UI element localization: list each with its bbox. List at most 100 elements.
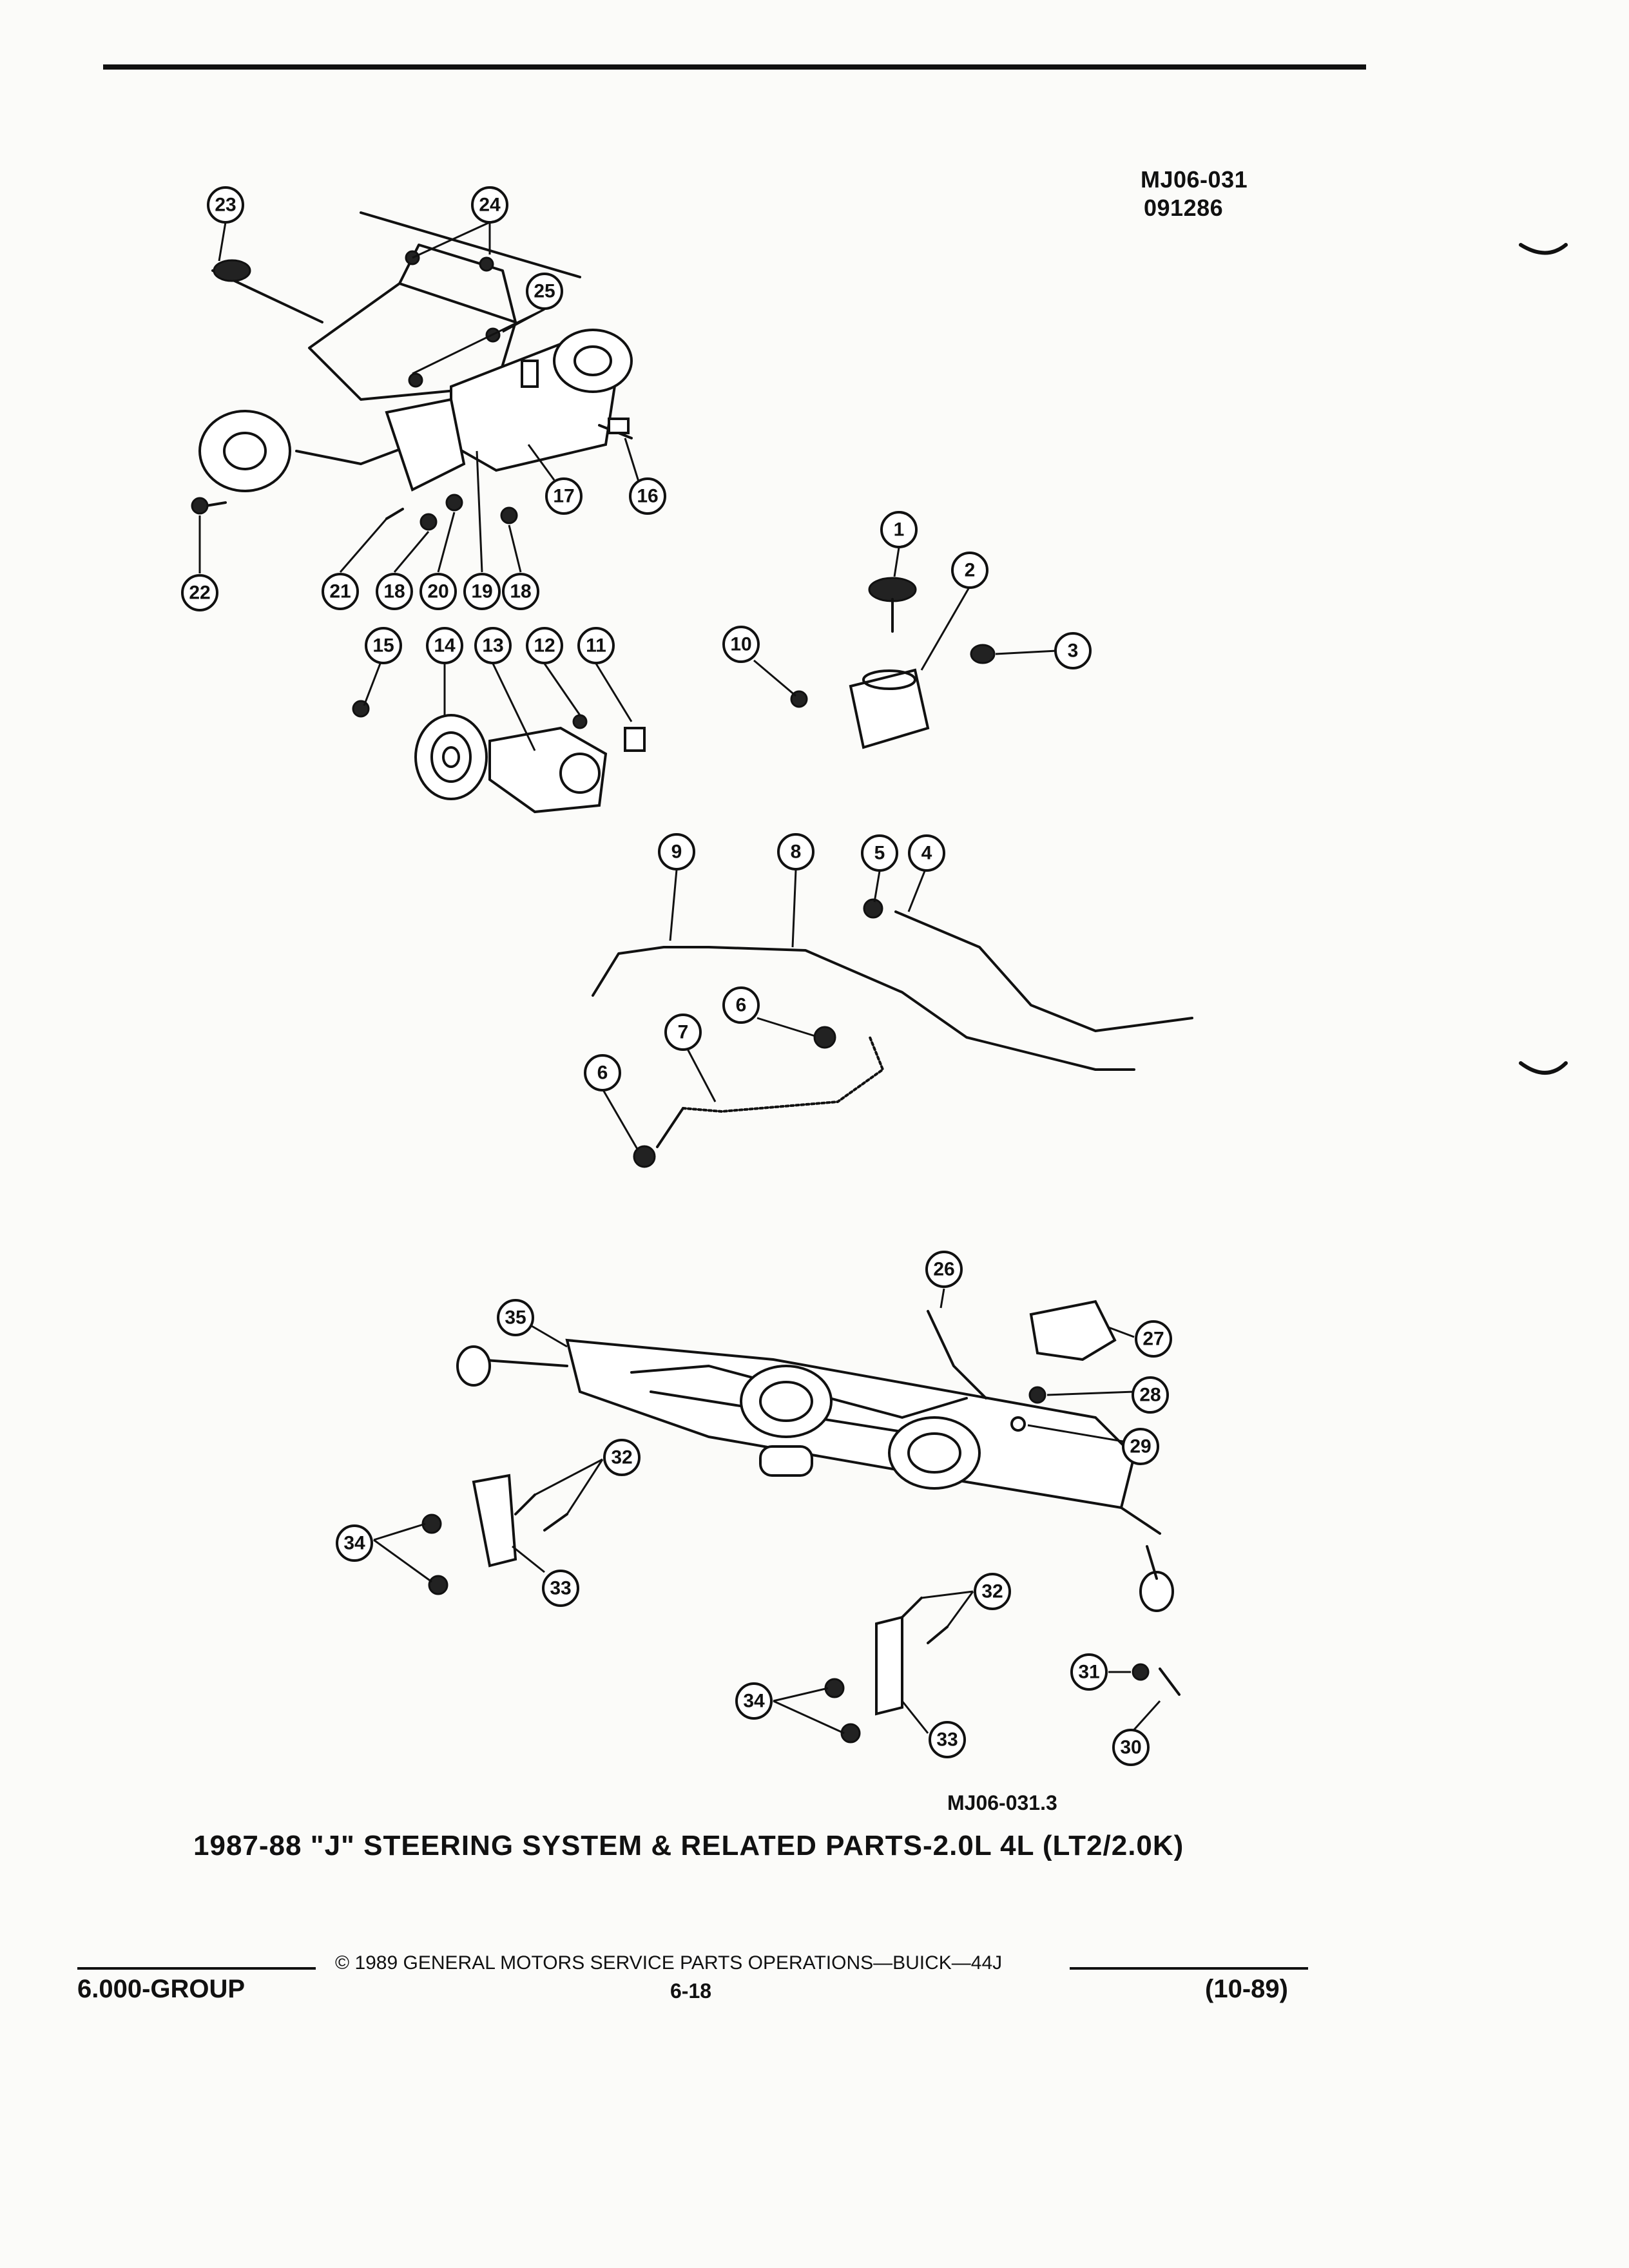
- callout-1: 1: [880, 511, 918, 548]
- callout-8: 8: [777, 833, 815, 870]
- edge-mark: [1519, 243, 1568, 255]
- callout-19: 19: [463, 573, 501, 610]
- callout-32b: 32: [974, 1573, 1011, 1610]
- part-9-pipe: [592, 946, 710, 997]
- column-cover-line: [360, 211, 581, 278]
- svg-text:34: 34: [743, 1691, 765, 1712]
- callout-6b: 6: [584, 1054, 621, 1091]
- tie-rod-right: [1120, 1506, 1161, 1535]
- svg-text:1: 1: [894, 519, 905, 541]
- reservoir-cap: [868, 577, 917, 602]
- callout-7: 7: [664, 1014, 702, 1051]
- part-26-wire: [927, 1310, 987, 1399]
- svg-text:6: 6: [597, 1062, 608, 1084]
- hose-group: [592, 869, 1193, 1168]
- ignition-switch: [198, 410, 291, 492]
- callout-23: 23: [207, 186, 244, 224]
- callout-21: 21: [322, 573, 359, 610]
- svg-text:17: 17: [553, 486, 574, 507]
- top-rule: [103, 64, 1366, 70]
- svg-text:25: 25: [534, 281, 555, 302]
- column-end: [553, 329, 633, 393]
- callout-9: 9: [658, 833, 695, 870]
- figure-title: 1987-88 "J" STEERING SYSTEM & RELATED PA…: [193, 1830, 1184, 1861]
- part-16-clip: [608, 418, 630, 434]
- callout-35: 35: [497, 1299, 534, 1336]
- part-7-hose: [682, 1036, 884, 1113]
- reservoir-body: [849, 668, 930, 749]
- svg-text:31: 31: [1078, 1662, 1099, 1683]
- svg-text:35: 35: [505, 1307, 526, 1329]
- svg-text:18: 18: [510, 581, 531, 602]
- pump-bracket: [624, 727, 646, 752]
- callout-26: 26: [925, 1251, 963, 1288]
- callout-4: 4: [908, 834, 945, 872]
- svg-text:23: 23: [215, 195, 236, 216]
- callout-25: 25: [526, 273, 563, 310]
- figure-code: MJ06-031.3: [947, 1791, 1057, 1814]
- pump-body: [488, 726, 608, 814]
- svg-text:2: 2: [965, 560, 976, 581]
- callout-33a: 33: [542, 1570, 579, 1607]
- svg-text:30: 30: [1120, 1737, 1141, 1758]
- svg-text:8: 8: [791, 841, 802, 863]
- svg-text:32: 32: [981, 1581, 1003, 1602]
- svg-text:29: 29: [1130, 1436, 1151, 1457]
- callout-24: 24: [471, 186, 508, 224]
- svg-text:14: 14: [434, 635, 456, 657]
- drawing-code: MJ06-031: [1141, 166, 1248, 193]
- svg-text:20: 20: [427, 581, 448, 602]
- callout-15: 15: [365, 627, 402, 664]
- mounting-bracket: [308, 282, 517, 401]
- svg-text:19: 19: [471, 581, 492, 602]
- part-4-hose: [894, 910, 1193, 1032]
- callout-6a: 6: [722, 986, 760, 1024]
- clamp-right: [875, 1615, 903, 1716]
- svg-text:16: 16: [637, 486, 658, 507]
- svg-text:6: 6: [736, 995, 747, 1016]
- svg-text:7: 7: [678, 1022, 689, 1043]
- footer-date: (10-89): [1205, 1975, 1288, 2003]
- pump-pulley: [414, 714, 488, 800]
- mount-pad: [759, 1445, 813, 1477]
- svg-text:24: 24: [479, 195, 501, 216]
- callout-11: 11: [577, 627, 615, 664]
- callout-17: 17: [545, 477, 583, 515]
- callout-2: 2: [951, 552, 988, 589]
- svg-text:33: 33: [936, 1729, 958, 1751]
- svg-text:34: 34: [343, 1533, 365, 1554]
- tie-rod-left: [476, 1358, 568, 1367]
- callout-29: 29: [1122, 1428, 1159, 1465]
- svg-text:18: 18: [383, 581, 405, 602]
- callout-34b: 34: [735, 1682, 773, 1720]
- rack-boot-right: [888, 1416, 981, 1490]
- footer-rule-right: [1070, 1967, 1308, 1970]
- callout-5: 5: [861, 834, 898, 872]
- edge-mark: [1519, 1061, 1568, 1075]
- svg-text:21: 21: [329, 581, 351, 602]
- steering-gear-group: [373, 1288, 1181, 1744]
- svg-text:22: 22: [189, 582, 210, 604]
- svg-text:15: 15: [372, 635, 394, 657]
- svg-text:33: 33: [550, 1578, 571, 1599]
- footer-group: 6.000-GROUP: [77, 1975, 246, 2003]
- callout-30: 30: [1112, 1729, 1150, 1766]
- switch-rod: [295, 443, 414, 465]
- callout-32a: 32: [603, 1439, 641, 1476]
- callout-13: 13: [474, 627, 512, 664]
- callout-27: 27: [1135, 1320, 1172, 1358]
- callout-3: 3: [1054, 632, 1092, 669]
- svg-text:4: 4: [921, 843, 932, 864]
- svg-text:3: 3: [1068, 640, 1079, 662]
- svg-text:28: 28: [1139, 1385, 1161, 1406]
- callout-18a: 18: [376, 573, 413, 610]
- part-27-boot: [1029, 1300, 1117, 1361]
- svg-text:32: 32: [611, 1447, 632, 1468]
- callout-22: 22: [181, 574, 218, 611]
- steering-column-group: [191, 211, 642, 573]
- callout-20: 20: [419, 573, 457, 610]
- svg-text:9: 9: [671, 841, 682, 863]
- power-steering-pump-group: [352, 663, 646, 814]
- callout-12: 12: [526, 627, 563, 664]
- reservoir-group: [753, 547, 1057, 749]
